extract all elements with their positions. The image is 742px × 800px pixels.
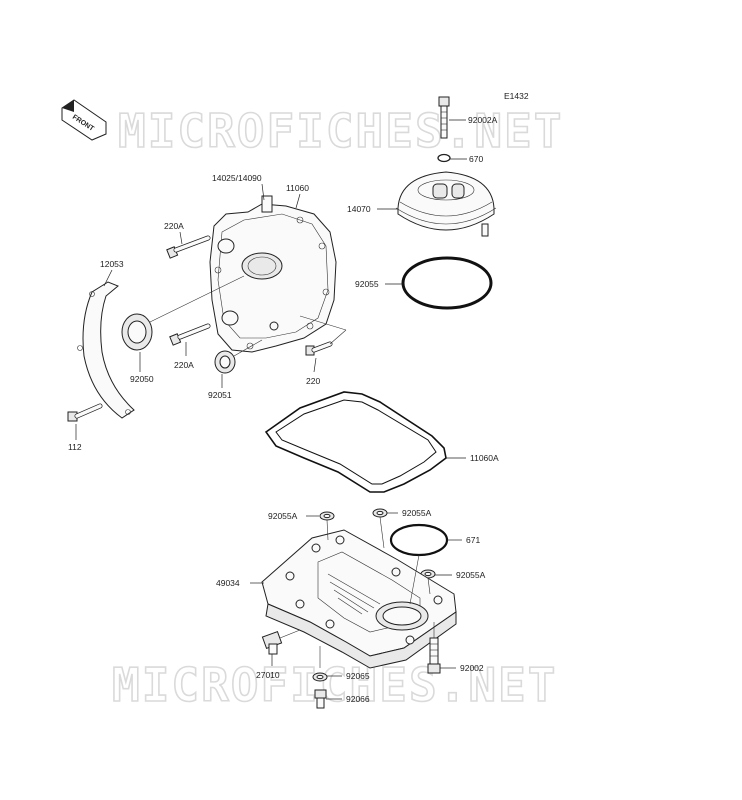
label-92051: 92051 (208, 390, 232, 400)
label-27010: 27010 (256, 670, 280, 680)
label-112: 112 (68, 442, 82, 452)
label-220A-lower: 220A (174, 360, 194, 370)
front-arrow-icon: FRONT (61, 99, 107, 141)
gear-case-cover-11060 (209, 195, 337, 353)
label-14070: 14070 (347, 204, 371, 214)
cover-14070 (395, 171, 497, 237)
bolt-92002A (438, 96, 450, 139)
plug-92066 (314, 689, 327, 709)
oring-671 (389, 523, 449, 557)
label-92055: 92055 (355, 279, 379, 289)
oring-92055 (401, 256, 493, 310)
oil-seal-92050 (121, 313, 153, 351)
oil-seal-92051 (214, 350, 236, 374)
label-49034: 49034 (216, 578, 240, 588)
watermark-top: MICROFICHES.NET (118, 104, 563, 158)
diagram-code: E1432 (504, 91, 529, 101)
label-220: 220 (306, 376, 320, 386)
label-92066: 92066 (346, 694, 370, 704)
label-92055A-left: 92055A (268, 511, 298, 521)
label-11060A: 11060A (470, 453, 499, 463)
label-92055A-mid: 92055A (402, 508, 432, 518)
bolt-92002 (427, 637, 441, 674)
cover-plate-12053 (77, 281, 135, 419)
gasket-11060A (264, 391, 447, 493)
label-92002A: 92002A (468, 115, 498, 125)
bolt-220A-upper (166, 235, 211, 259)
washer-92055A-left (319, 511, 335, 521)
label-92050: 92050 (130, 374, 154, 384)
watermark-bottom: MICROFICHES.NET (112, 658, 557, 712)
bolt-220A-lower (169, 323, 211, 346)
label-92065: 92065 (346, 671, 370, 681)
label-11060: 11060 (286, 183, 309, 193)
label-92055A-right: 92055A (456, 570, 486, 580)
label-12053: 12053 (100, 259, 124, 269)
washer-92065 (312, 672, 328, 682)
label-92002: 92002 (460, 663, 484, 673)
label-220A-upper: 220A (164, 221, 184, 231)
bolt-112 (67, 403, 103, 422)
oring-670 (437, 153, 451, 163)
label-670: 670 (469, 154, 483, 164)
switch-27010 (261, 629, 301, 655)
washer-92055A-mid (372, 508, 388, 518)
label-14025-14090: 14025/14090 (212, 173, 262, 183)
label-671: 671 (466, 535, 480, 545)
bolt-220 (305, 341, 333, 356)
oil-pan-49034 (261, 529, 457, 669)
